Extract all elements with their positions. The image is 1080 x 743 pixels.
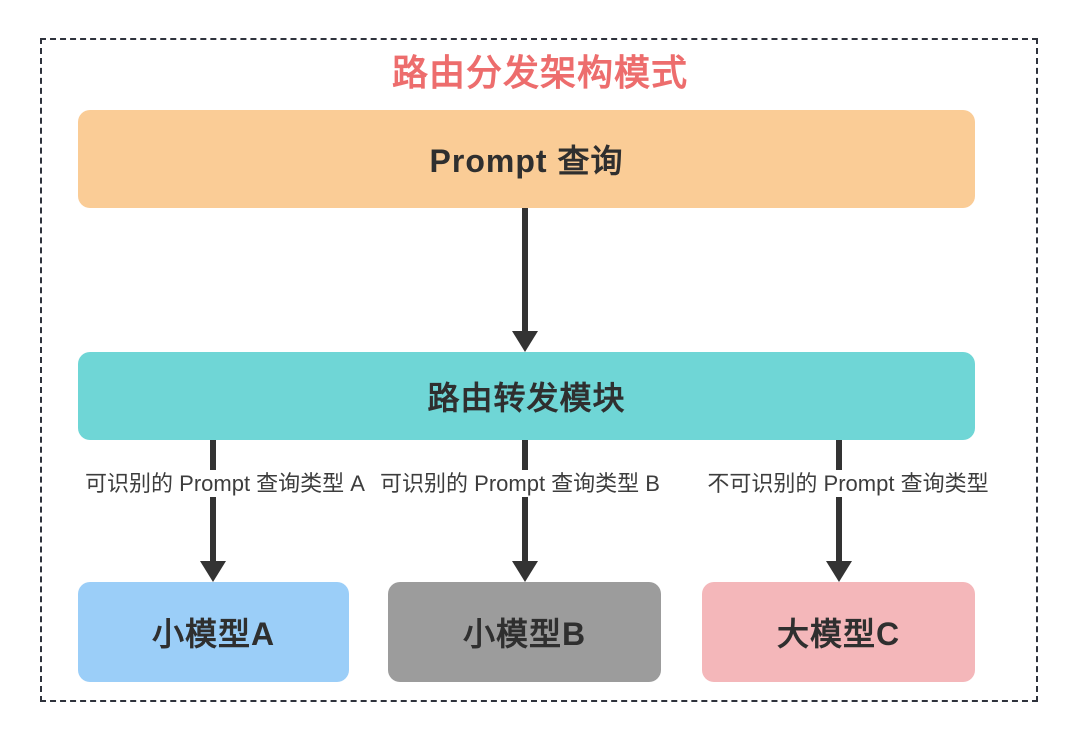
edge-label-unrecognized-type: 不可识别的 Prompt 查询类型 <box>701 470 995 497</box>
node-large-model-c: 大模型C <box>702 582 975 682</box>
node-small-model-a-label: 小模型A <box>151 616 276 652</box>
arrow-router-to-model-c-shaft <box>836 440 842 562</box>
arrow-router-to-model-a-shaft <box>210 440 216 562</box>
node-small-model-b: 小模型B <box>388 582 661 682</box>
node-small-model-a: 小模型A <box>78 582 349 682</box>
arrow-router-to-model-b-shaft <box>522 440 528 562</box>
diagram-title: 路由分发架构模式 <box>391 52 688 93</box>
arrow-down-icon <box>200 561 226 582</box>
dashed-border-frame <box>40 38 1038 702</box>
node-prompt-query-label: Prompt 查询 <box>429 143 624 179</box>
arrow-down-icon <box>512 561 538 582</box>
edge-label-recognized-type-b: 可识别的 Prompt 查询类型 B <box>374 470 666 497</box>
node-small-model-b-label: 小模型B <box>462 616 587 652</box>
edge-label-recognized-type-a: 可识别的 Prompt 查询类型 A <box>79 470 371 497</box>
node-router-module: 路由转发模块 <box>78 352 975 440</box>
arrow-down-icon <box>826 561 852 582</box>
arrow-prompt-to-router-shaft <box>522 208 528 332</box>
node-router-module-label: 路由转发模块 <box>427 380 626 416</box>
arrow-down-icon <box>512 331 538 352</box>
node-prompt-query: Prompt 查询 <box>78 110 975 208</box>
node-large-model-c-label: 大模型C <box>776 616 901 652</box>
